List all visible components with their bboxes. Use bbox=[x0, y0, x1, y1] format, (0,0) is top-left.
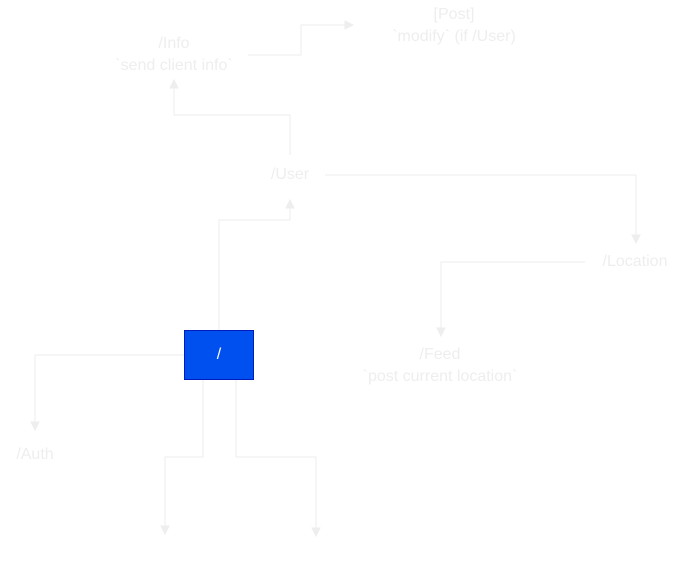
arrowhead-child-1 bbox=[160, 525, 170, 536]
edge-root-user bbox=[218, 208, 291, 330]
edge-info-post bbox=[248, 24, 345, 56]
node-info-note: `send client info` bbox=[115, 57, 233, 74]
arrowhead-location bbox=[631, 234, 641, 245]
node-location[interactable]: /Location bbox=[590, 251, 680, 273]
arrowhead-child-2 bbox=[311, 527, 321, 538]
node-root[interactable]: / bbox=[184, 330, 254, 380]
node-feed[interactable]: /Feed `post current location` bbox=[345, 344, 535, 388]
node-location-label: /Location bbox=[602, 253, 668, 270]
edge-root-child-1 bbox=[164, 380, 204, 526]
node-user-label: /User bbox=[270, 166, 310, 183]
arrowhead-info bbox=[169, 78, 179, 89]
edge-user-location bbox=[325, 174, 637, 235]
node-post[interactable]: [Post] `modify` (if /User) bbox=[375, 4, 533, 48]
edge-root-auth bbox=[34, 354, 184, 422]
node-post-label: [Post] bbox=[433, 6, 475, 23]
node-root-label: / bbox=[216, 346, 222, 363]
edge-user-info bbox=[173, 88, 291, 155]
node-feed-label: /Feed bbox=[419, 346, 461, 363]
node-auth-label: /Auth bbox=[16, 446, 54, 463]
edge-root-child-2 bbox=[235, 380, 317, 528]
node-feed-note: `post current location` bbox=[362, 368, 518, 385]
node-info-label: /Info bbox=[158, 35, 190, 52]
node-user[interactable]: /User bbox=[255, 164, 325, 186]
edge-location-feed bbox=[440, 261, 585, 328]
node-post-note: `modify` (if /User) bbox=[392, 28, 516, 45]
arrowhead-user bbox=[285, 198, 295, 209]
arrowhead-auth bbox=[30, 421, 40, 432]
node-info[interactable]: /Info `send client info` bbox=[105, 33, 243, 77]
node-auth[interactable]: /Auth bbox=[5, 444, 65, 466]
arrowhead-post bbox=[344, 20, 355, 30]
arrowhead-feed bbox=[436, 327, 446, 338]
